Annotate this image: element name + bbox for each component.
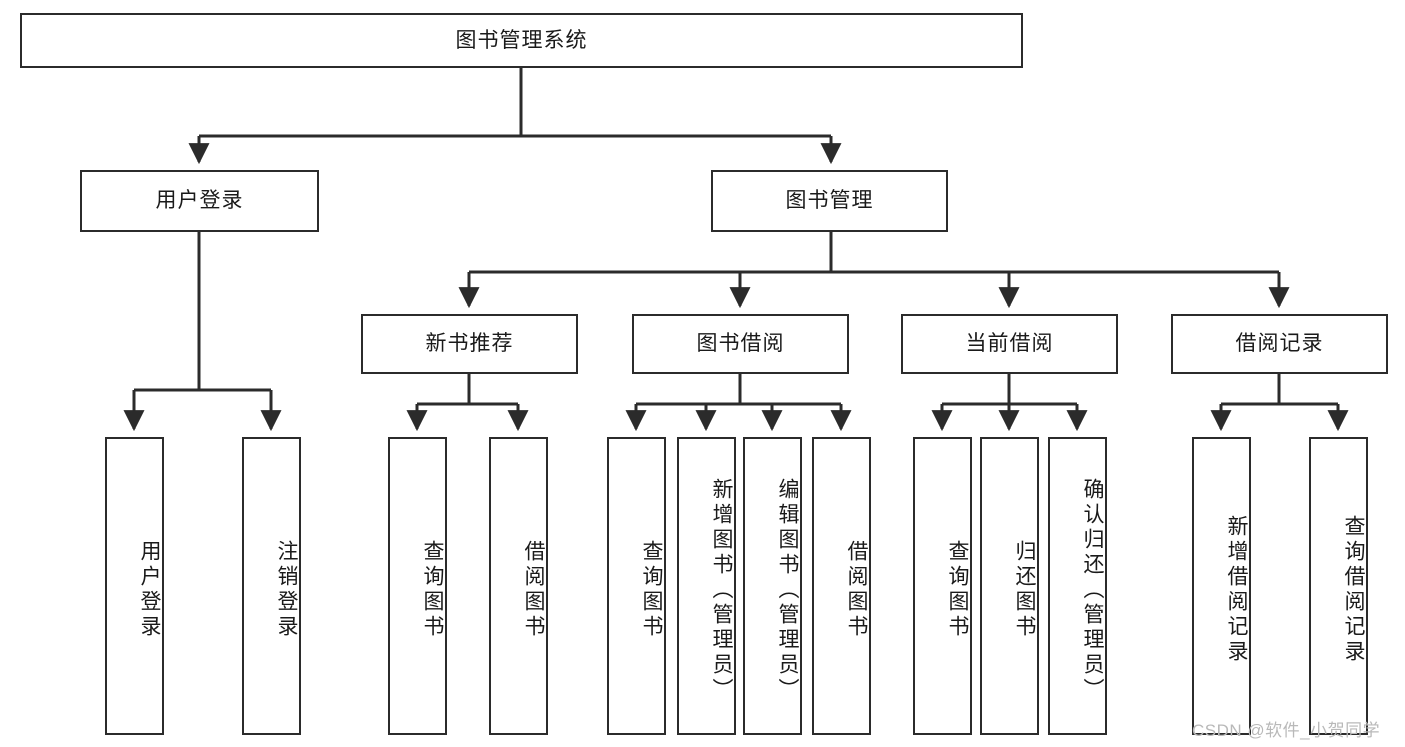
leaf-label: 查询图书 <box>640 540 663 640</box>
leaf-label: 新增借阅记录 <box>1225 515 1248 665</box>
node-book-management[interactable]: 图书管理 <box>711 170 948 232</box>
leaf-current-query[interactable]: 查询图书 <box>913 437 972 735</box>
node-user-login[interactable]: 用户登录 <box>80 170 319 232</box>
node-new-book-recommend-label: 新书推荐 <box>425 332 514 356</box>
leaf-new-book-query[interactable]: 查询图书 <box>388 437 447 735</box>
node-root-label: 图书管理系统 <box>455 28 588 52</box>
node-book-borrow-label: 图书借阅 <box>696 332 785 356</box>
node-user-login-label: 用户登录 <box>155 189 244 213</box>
leaf-label: 借阅图书 <box>522 540 545 640</box>
leaf-label: 新增图书（管理员） <box>710 477 733 703</box>
leaf-label: 借阅图书 <box>845 540 868 640</box>
leaf-label: 查询图书 <box>946 540 969 640</box>
leaf-label: 编辑图书（管理员） <box>776 477 799 703</box>
leaf-label: 用户登录 <box>138 540 161 640</box>
leaf-label: 确认归还（管理员） <box>1081 477 1104 703</box>
leaf-user-login-logout[interactable]: 注销登录 <box>242 437 301 735</box>
leaf-label: 查询借阅记录 <box>1342 515 1365 665</box>
node-book-borrow[interactable]: 图书借阅 <box>632 314 849 374</box>
csdn-watermark: CSDN @软件_小贺同学 <box>1192 721 1381 740</box>
node-current-borrow[interactable]: 当前借阅 <box>901 314 1118 374</box>
leaf-borrow-edit-admin[interactable]: 编辑图书（管理员） <box>743 437 802 735</box>
leaf-label: 查询图书 <box>421 540 444 640</box>
leaf-record-add[interactable]: 新增借阅记录 <box>1192 437 1251 735</box>
node-current-borrow-label: 当前借阅 <box>965 332 1054 356</box>
node-root[interactable]: 图书管理系统 <box>20 13 1023 68</box>
node-borrow-record-label: 借阅记录 <box>1235 332 1324 356</box>
leaf-label: 注销登录 <box>275 540 298 640</box>
leaf-borrow-borrow[interactable]: 借阅图书 <box>812 437 871 735</box>
leaf-record-query[interactable]: 查询借阅记录 <box>1309 437 1368 735</box>
leaf-current-return[interactable]: 归还图书 <box>980 437 1039 735</box>
leaf-borrow-query[interactable]: 查询图书 <box>607 437 666 735</box>
leaf-borrow-add-admin[interactable]: 新增图书（管理员） <box>677 437 736 735</box>
leaf-label: 归还图书 <box>1013 540 1036 640</box>
node-borrow-record[interactable]: 借阅记录 <box>1171 314 1388 374</box>
node-new-book-recommend[interactable]: 新书推荐 <box>361 314 578 374</box>
leaf-current-confirm-return-admin[interactable]: 确认归还（管理员） <box>1048 437 1107 735</box>
leaf-user-login-login[interactable]: 用户登录 <box>105 437 164 735</box>
leaf-new-book-borrow[interactable]: 借阅图书 <box>489 437 548 735</box>
node-book-management-label: 图书管理 <box>785 189 874 213</box>
